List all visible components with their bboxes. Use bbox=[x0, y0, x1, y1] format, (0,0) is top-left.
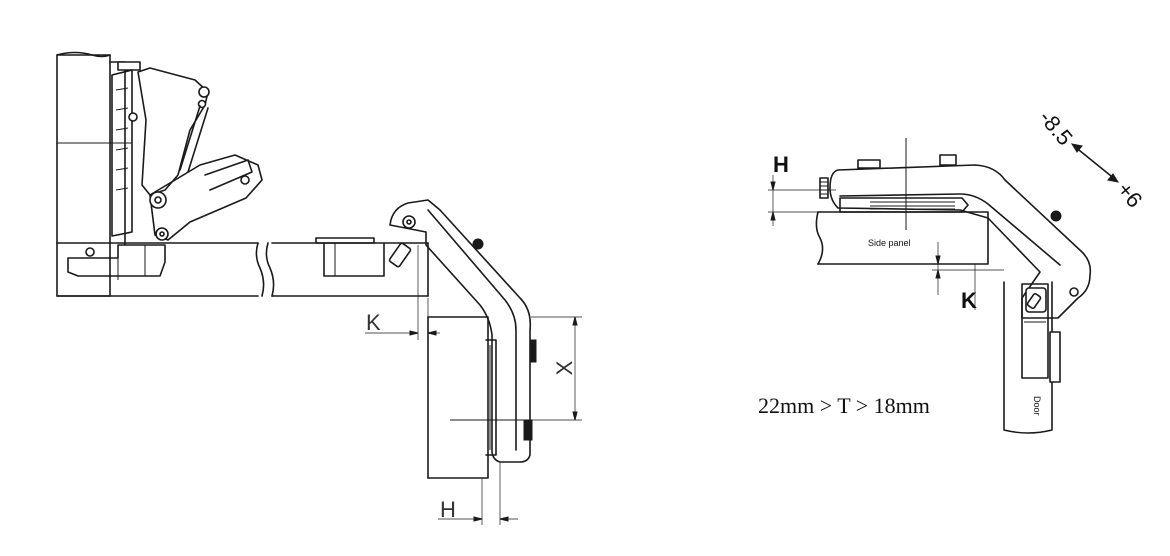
left-label-h: H bbox=[440, 497, 456, 522]
right-door: Door bbox=[1003, 281, 1061, 434]
left-dimension-x: X bbox=[531, 316, 582, 421]
right-thickness-formula: 22mm > T > 18mm bbox=[758, 393, 930, 418]
right-label-k: K bbox=[961, 288, 977, 313]
left-dimension-k: K bbox=[365, 245, 440, 340]
right-side-panel-label: Side panel bbox=[868, 238, 911, 248]
left-hinge-mechanism-open bbox=[67, 61, 263, 280]
left-mounting-plate bbox=[315, 237, 385, 277]
right-hinge-body bbox=[819, 138, 1092, 319]
left-label-k: K bbox=[366, 310, 381, 335]
left-hinge-diagram: K X H bbox=[56, 51, 582, 525]
right-adjust-plus: +6 bbox=[1112, 177, 1147, 212]
right-side-panel: Side panel bbox=[815, 211, 989, 265]
left-top-board bbox=[56, 242, 429, 297]
right-hinge-diagram: Side panel bbox=[758, 105, 1147, 434]
right-adjustment-indicator: -8.5 +6 bbox=[1034, 105, 1147, 212]
right-dimension-h: H bbox=[768, 152, 836, 226]
left-label-x: X bbox=[552, 360, 577, 375]
right-dimension-k: K bbox=[932, 242, 1004, 313]
left-hinge-mechanism-closed bbox=[388, 199, 537, 463]
left-door-panel bbox=[427, 316, 528, 479]
right-label-h: H bbox=[773, 152, 789, 177]
left-dimension-h: H bbox=[438, 462, 518, 525]
right-door-label: Door bbox=[1032, 396, 1042, 416]
